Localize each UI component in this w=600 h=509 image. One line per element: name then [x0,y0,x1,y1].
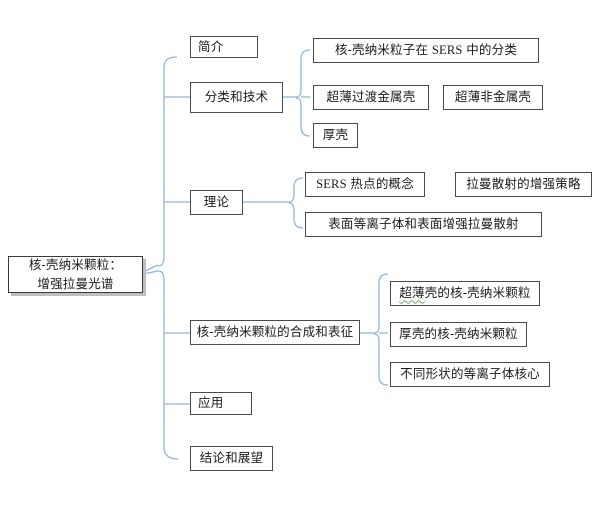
node-classes[interactable]: 分类和技术 [190,82,283,113]
node-synthesis-label: 核-壳纳米颗粒的合成和表征 [196,325,354,340]
node-theory-child-1[interactable]: SERS 热点的概念 [305,172,425,197]
synthesis-child-1-post: 壳的核-壳纳米颗粒 [424,286,531,301]
synthesis-brace-upper [373,273,389,334]
classes-child-1-text: 核-壳纳米粒子在 SERS 中的分类 [335,43,517,57]
node-synthesis-child-2[interactable]: 厚壳的核-壳纳米颗粒 [390,322,527,347]
node-classes-child-4[interactable]: 厚壳 [313,123,358,148]
classes-child-2-label: 超薄过渡金属壳 [326,90,416,105]
theory-child-2-label: 拉曼散射的增强策略 [466,177,581,192]
classes-child-1-acronym: SERS [431,43,463,58]
node-intro-label: 简介 [198,39,224,54]
classes-child-1-post: 中的分类 [462,43,518,58]
trunk-brace-lower [157,270,179,460]
node-conclusion-label: 结论和展望 [199,451,264,466]
node-applications[interactable]: 应用 [190,392,252,415]
classes-brace-upper [295,49,311,98]
node-applications-label: 应用 [198,396,224,411]
root-stem [142,264,159,273]
classes-child-1-pre: 核-壳纳米粒子在 [334,43,432,58]
node-theory-child-2[interactable]: 拉曼散射的增强策略 [455,172,592,197]
theory-child-1-post: 热点的概念 [346,177,414,192]
synthesis-child-1-flagged: 超薄 [399,286,425,301]
theory-brace-lower [288,202,304,229]
synthesis-child-2-label: 厚壳的核-壳纳米颗粒 [399,327,518,342]
classes-child-3-label: 超薄非金属壳 [454,90,532,105]
node-synthesis-child-3[interactable]: 不同形状的等离子体核心 [390,362,550,387]
node-synthesis-child-1[interactable]: 超薄壳的核-壳纳米颗粒 [390,281,540,306]
root-title-line-2: 增强拉曼光谱 [37,276,114,291]
theory-child-3-label: 表面等离子体和表面增强拉曼散射 [328,217,519,232]
root-title-line-1: 核-壳纳米颗粒： [28,258,123,273]
node-synthesis[interactable]: 核-壳纳米颗粒的合成和表征 [190,320,360,345]
synthesis-brace-lower [373,333,389,386]
node-theory-child-3[interactable]: 表面等离子体和表面增强拉曼散射 [305,212,542,237]
node-classes-child-3[interactable]: 超薄非金属壳 [443,85,543,110]
node-classes-label: 分类和技术 [204,90,269,105]
synthesis-child-3-label: 不同形状的等离子体核心 [400,367,540,382]
theory-brace-upper [288,177,304,203]
node-classes-child-1[interactable]: 核-壳纳米粒子在 SERS 中的分类 [313,38,539,63]
node-classes-child-2[interactable]: 超薄过渡金属壳 [313,85,429,110]
theory-child-1-text: SERS 热点的概念 [316,177,414,191]
node-theory[interactable]: 理论 [190,190,243,215]
theory-child-1-acronym: SERS [316,177,347,192]
trunk-brace-upper [157,56,178,267]
node-intro[interactable]: 简介 [190,36,258,58]
node-theory-label: 理论 [203,195,230,210]
classes-brace-lower [295,97,311,137]
classes-child-4-label: 厚壳 [322,128,349,143]
synthesis-child-1-text: 超薄壳的核-壳纳米颗粒 [399,286,530,300]
node-conclusion[interactable]: 结论和展望 [190,446,273,471]
root-node[interactable]: 核-壳纳米颗粒： 增强拉曼光谱 [8,256,143,293]
root-stem-lower [142,270,159,275]
